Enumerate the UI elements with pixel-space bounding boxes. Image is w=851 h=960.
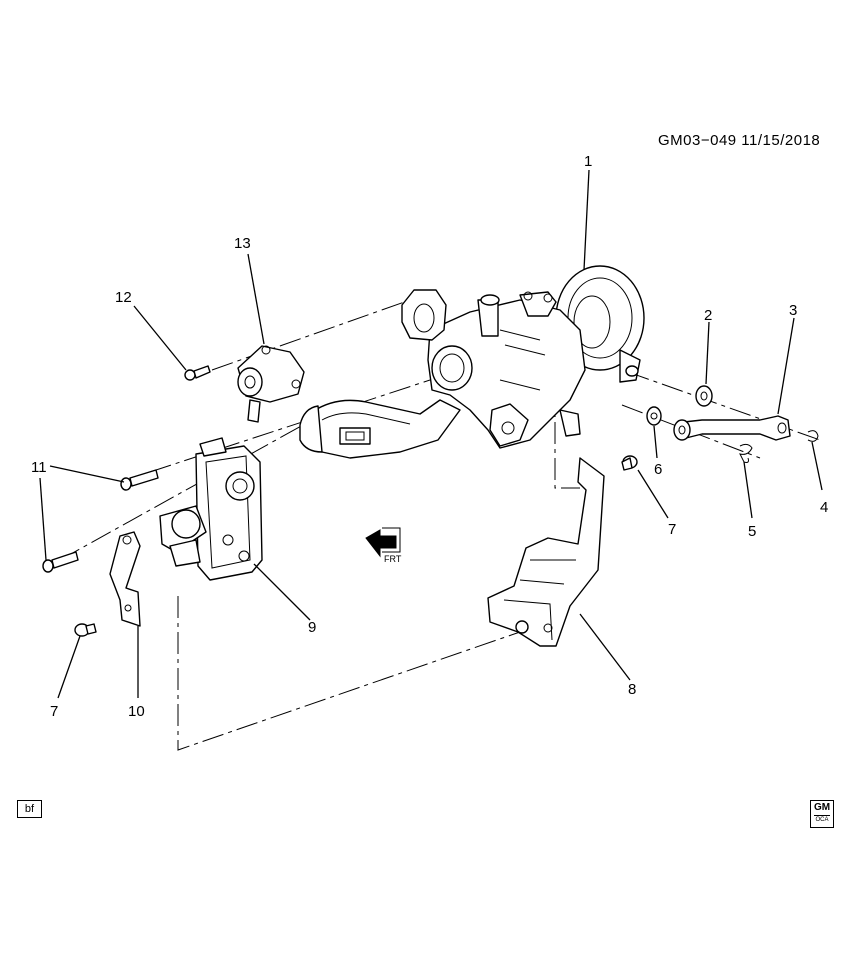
callout-numbers: 1 2 3 4 5 6 7 7 8 9 10 11 12 13 bbox=[31, 153, 828, 720]
gm-logo-bottom: OCA bbox=[814, 815, 830, 823]
callout-7-right: 7 bbox=[668, 521, 676, 538]
callout-8: 8 bbox=[628, 681, 636, 698]
gm-logo: GM OCA bbox=[810, 800, 834, 828]
callout-3: 3 bbox=[789, 302, 797, 319]
clip-5 bbox=[739, 443, 753, 463]
control-module-9 bbox=[159, 437, 263, 581]
wastegate-actuator-13 bbox=[237, 345, 305, 423]
diagram-reference-code: GM03−049 11/15/2018 bbox=[658, 132, 821, 149]
bolt-11-upper bbox=[120, 469, 159, 491]
callout-1: 1 bbox=[584, 153, 592, 170]
bolt-7-right bbox=[621, 455, 638, 471]
oil-line-3 bbox=[673, 415, 791, 441]
view-code-box: bf bbox=[17, 800, 42, 818]
washer-6 bbox=[646, 406, 662, 426]
callout-13: 13 bbox=[234, 235, 251, 252]
callout-9: 9 bbox=[308, 619, 316, 636]
gm-logo-top: GM bbox=[813, 802, 831, 813]
bolt-11-lower bbox=[42, 551, 79, 573]
front-direction-label: FRT bbox=[384, 554, 402, 564]
callout-11: 11 bbox=[31, 459, 47, 476]
clip-4 bbox=[807, 430, 819, 442]
turbocharger-assembly bbox=[299, 265, 645, 459]
callout-6: 6 bbox=[654, 461, 662, 478]
leader-lines bbox=[39, 169, 823, 699]
callout-4: 4 bbox=[820, 499, 828, 516]
bolt-7-left bbox=[74, 623, 97, 637]
callout-7-left: 7 bbox=[50, 703, 58, 720]
support-bracket-8 bbox=[487, 457, 605, 647]
callout-12: 12 bbox=[115, 289, 132, 306]
callout-2: 2 bbox=[704, 307, 712, 324]
bracket-10 bbox=[109, 531, 141, 627]
washer-2 bbox=[695, 385, 713, 407]
bolt-12 bbox=[184, 365, 211, 381]
callout-10: 10 bbox=[128, 703, 145, 720]
callout-5: 5 bbox=[748, 523, 756, 540]
front-direction-arrow-icon: FRT bbox=[365, 527, 402, 564]
